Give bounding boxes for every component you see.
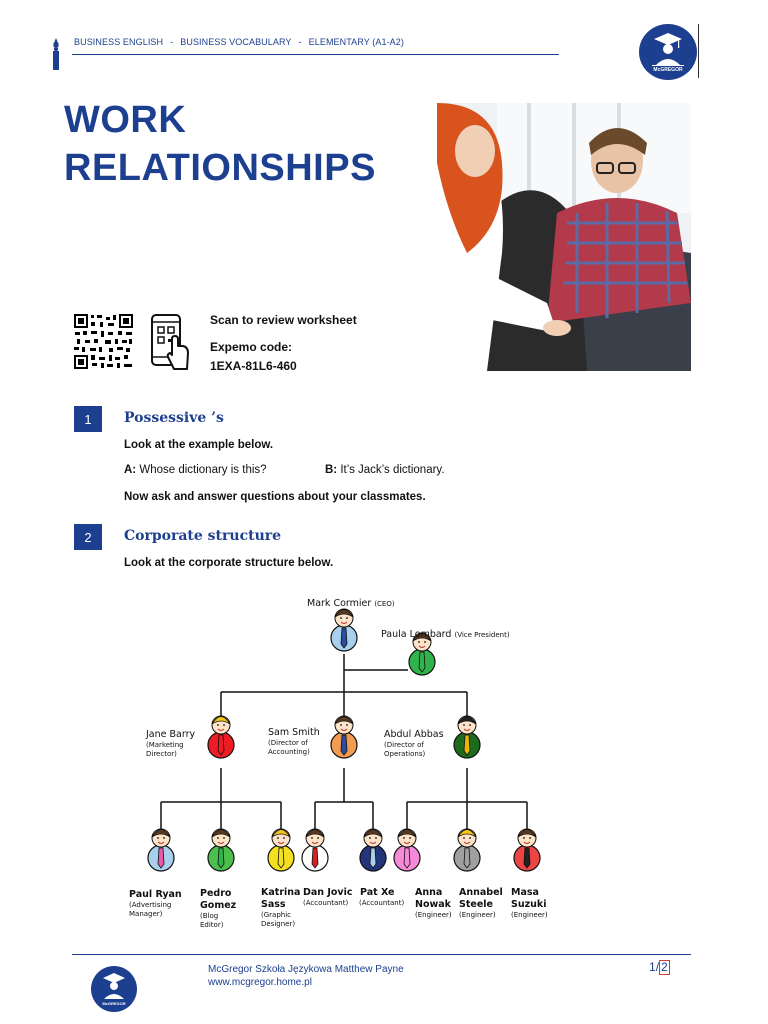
org-role: (Accountant) [359,899,404,907]
org-role: (Engineer) [511,911,548,919]
org-name: Pat Xe [360,887,394,898]
dialog-a-label: A: [124,464,137,476]
dialog-line-a: A: Whose dictionary is this? [124,464,267,476]
mcgregor-logo: McGREGOR [639,24,697,80]
expemo-code-label: Expemo code: [210,340,293,354]
org-person-avatar [147,828,175,872]
org-role: Operations) [384,750,425,758]
org-name: Sass [261,899,286,910]
dialog-line-b: B: It’s Jack’s dictionary. [325,464,445,476]
org-role: Editor) [200,921,224,929]
dialog-b-label: B: [325,464,338,476]
org-name: Annabel [459,887,503,898]
title-line-1: WORK [64,99,187,141]
org-role: Designer) [261,920,295,928]
org-role: Director) [146,750,177,758]
org-name: Steele [459,899,493,910]
org-role: (Engineer) [459,911,496,919]
org-role: Manager) [129,910,163,918]
big-ben-icon [53,38,59,70]
org-person-avatar [330,608,358,652]
org-name: Jane Barry [145,729,195,740]
org-role: (Blog [200,912,218,920]
org-name: Nowak [415,899,452,910]
footer-mcgregor-logo: McGREGOR [91,966,137,1012]
breadcrumb-item[interactable]: BUSINESS VOCABULARY [180,37,292,47]
org-name: Abdul Abbas [384,729,444,740]
scan-label: Scan to review worksheet [210,313,357,327]
org-role: (Director of [384,741,424,749]
org-role: (Director of [268,739,308,747]
breadcrumb: BUSINESS ENGLISH-BUSINESS VOCABULARY-ELE… [74,37,404,47]
org-name: Paul Ryan [129,889,182,900]
org-person-avatar [393,828,421,872]
breadcrumb-separator: - [298,37,302,47]
org-person-avatar [359,828,387,872]
org-person-avatar [301,828,329,872]
section-2-title: Corporate structure [124,528,282,544]
org-name: Suzuki [511,899,546,910]
org-name: Dan Jovic [303,887,353,898]
org-person-avatar [453,828,481,872]
org-role: (Advertising [129,901,171,909]
breadcrumb-item[interactable]: BUSINESS ENGLISH [74,37,164,47]
logo-divider [698,24,699,78]
org-role: (Graphic [261,911,291,919]
footer-organization: McGregor Szkoła Językowa Matthew Payne [208,964,404,975]
section-1-number: 1 [74,406,102,432]
org-role: Accounting) [268,748,310,756]
org-person-avatar [453,715,481,759]
org-person-avatar [267,828,295,872]
svg-text:McGREGOR: McGREGOR [102,1001,125,1006]
phone-scan-icon [151,314,189,370]
org-name: Masa [511,887,539,898]
page-separator: / [655,960,660,974]
expemo-code-value: 1EXA-81L6-460 [210,359,297,373]
section-2-number: 2 [74,524,102,550]
title-line-2: RELATIONSHIPS [64,147,376,189]
dialog-b-text: It’s Jack’s dictionary. [340,464,445,476]
section-2-instruction: Look at the corporate structure below. [124,557,334,569]
corporate-structure-chart: Mark Cormier (CEO) Paula Lombard (Vice P… [129,598,548,929]
org-name: Pedro [200,888,232,899]
header-divider [72,54,559,55]
page-indicator: 1/2 [649,960,670,975]
svg-text:McGREGOR: McGREGOR [653,67,683,73]
org-name: Paula Lombard (Vice President) [381,629,510,640]
footer-divider [72,954,691,955]
breadcrumb-item[interactable]: ELEMENTARY (A1-A2) [308,37,404,47]
org-role: (Marketing [146,741,184,749]
org-person-avatar [513,828,541,872]
org-name: Sam Smith [268,727,320,738]
dialog-a-text: Whose dictionary is this? [139,464,267,476]
page-current: 1 [649,960,656,974]
org-name: Mark Cormier (CEO) [307,598,395,609]
org-person-avatar [207,828,235,872]
qr-code[interactable] [73,313,134,370]
coworkers-photo [407,103,691,371]
org-name: Gomez [200,900,237,911]
footer-website-link[interactable]: www.mcgregor.home.pl [208,977,312,988]
org-name: Katrina [261,887,300,898]
section-1-instruction: Look at the example below. [124,439,274,451]
org-person-avatar [207,715,235,759]
section-1-title: Possessive ’s [124,410,224,426]
section-1-followup: Now ask and answer questions about your … [124,491,426,503]
page-total-link[interactable]: 2 [659,960,670,975]
org-person-avatar [330,715,358,759]
breadcrumb-separator: - [170,37,174,47]
org-name: Anna [415,887,442,898]
org-role: (Accountant) [303,899,348,907]
org-role: (Engineer) [415,911,452,919]
page-title: WORK RELATIONSHIPS [64,96,376,192]
org-person-avatar [408,632,436,676]
